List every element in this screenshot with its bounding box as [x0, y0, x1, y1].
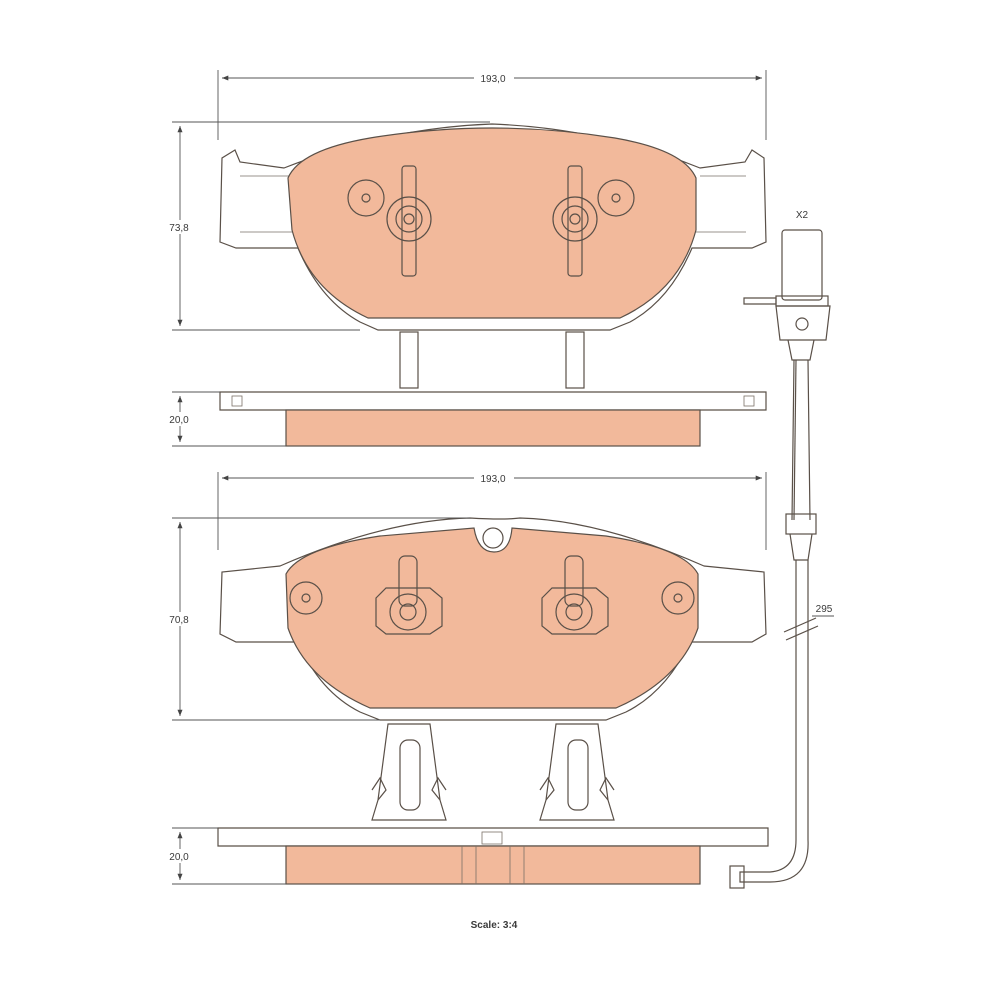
scale-label: Scale: 3:4	[471, 920, 518, 931]
bottom-pad-front-view	[219, 517, 767, 721]
sensor-connector-label: X2	[796, 210, 809, 221]
dim-width-top: 193,0	[480, 74, 505, 85]
dim-thickness-bottom: 20,0	[169, 852, 189, 863]
dim-height-bottom: 70,8	[169, 615, 189, 626]
bottom-clip-left	[375, 555, 443, 635]
dim-sensor-length: 295	[816, 604, 833, 615]
dim-thickness-top: 20,0	[169, 415, 189, 426]
top-side-friction	[285, 409, 701, 447]
dim-width-bottom: 193,0	[480, 474, 505, 485]
bottom-clip-right	[541, 555, 609, 635]
bottom-side-friction	[285, 845, 701, 885]
top-friction-material	[287, 127, 697, 319]
top-clip-left	[386, 165, 432, 277]
bottom-friction-material	[285, 527, 699, 709]
top-pad-front-view	[219, 123, 767, 331]
dim-height-top: 73,8	[169, 223, 189, 234]
top-clip-right	[552, 165, 598, 277]
bottom-backplate	[219, 517, 767, 721]
bottom-pad-side-view	[217, 723, 769, 885]
wear-sensor	[729, 229, 831, 889]
top-pad-side-view	[219, 331, 767, 447]
